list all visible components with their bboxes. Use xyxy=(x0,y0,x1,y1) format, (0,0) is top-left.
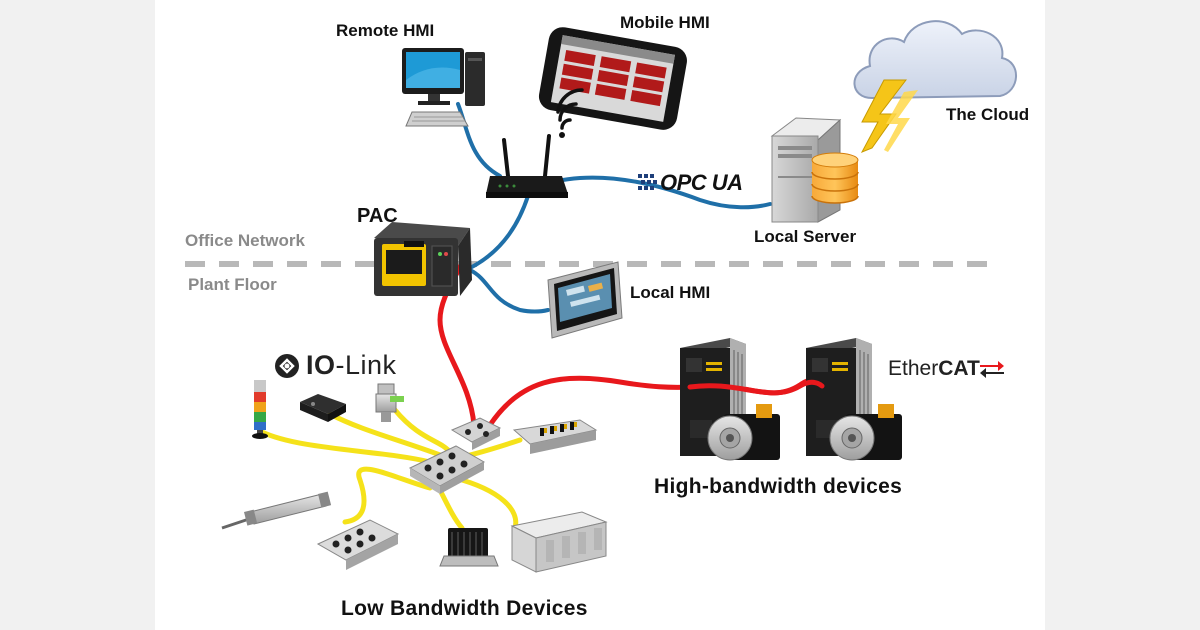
io-link-hub-block xyxy=(316,519,400,570)
plant-floor-label: Plant Floor xyxy=(188,275,277,294)
remote-hmi-computer xyxy=(402,48,485,127)
servo-motor-1 xyxy=(707,404,780,461)
database-icon xyxy=(811,152,859,204)
lightning-icon xyxy=(860,79,918,153)
ethernet-cables xyxy=(456,102,772,314)
opc-ua-text: OPC UA xyxy=(660,170,743,195)
pressure-sensor xyxy=(375,383,404,422)
pac-label: PAC xyxy=(357,205,398,227)
valve-manifold-small xyxy=(512,419,598,454)
io-link-logo: IO-Link xyxy=(274,350,397,381)
router-icon xyxy=(486,134,568,198)
io-link-heatsink-module xyxy=(439,528,499,567)
signal-tower xyxy=(252,380,268,439)
ethercat-drive-link xyxy=(687,379,825,396)
local-hmi-panel xyxy=(547,261,623,339)
local-server-label: Local Server xyxy=(754,227,857,246)
ethercat-arrows-icon xyxy=(979,361,1004,378)
local-hmi-label: Local HMI xyxy=(630,283,711,302)
mobile-hmi-label: Mobile HMI xyxy=(620,13,710,32)
io-link-master xyxy=(408,445,486,494)
high-bandwidth-label: High-bandwidth devices xyxy=(654,475,903,498)
ethercat-cables xyxy=(437,241,825,428)
ethercat-logo: EtherCAT xyxy=(888,357,1004,381)
low-bandwidth-label: Low Bandwidth Devices xyxy=(341,597,588,620)
cloud-label: The Cloud xyxy=(946,105,1030,124)
rfid-sensor xyxy=(300,394,346,422)
servo-motor-2 xyxy=(829,404,902,461)
io-link-cables xyxy=(259,407,523,531)
wifi-icon xyxy=(556,88,584,138)
io-link-mark-icon xyxy=(275,353,299,378)
io-link-text-rest: -Link xyxy=(335,350,397,380)
io-link-coupler xyxy=(450,417,502,450)
pneumatic-cylinder xyxy=(221,491,332,530)
ethercat-text-plain: Ether xyxy=(888,357,939,380)
opc-ua-mark-icon xyxy=(638,174,657,190)
remote-hmi-label: Remote HMI xyxy=(336,21,435,40)
ethercat-text-bold: CAT xyxy=(938,357,980,380)
cloud-icon xyxy=(853,20,1017,100)
valve-bank xyxy=(510,511,608,573)
io-link-text-bold: IO xyxy=(306,350,336,380)
office-network-label: Office Network xyxy=(185,231,305,250)
opc-ua-logo: OPC UA xyxy=(638,170,743,196)
pac-controller xyxy=(374,222,472,296)
